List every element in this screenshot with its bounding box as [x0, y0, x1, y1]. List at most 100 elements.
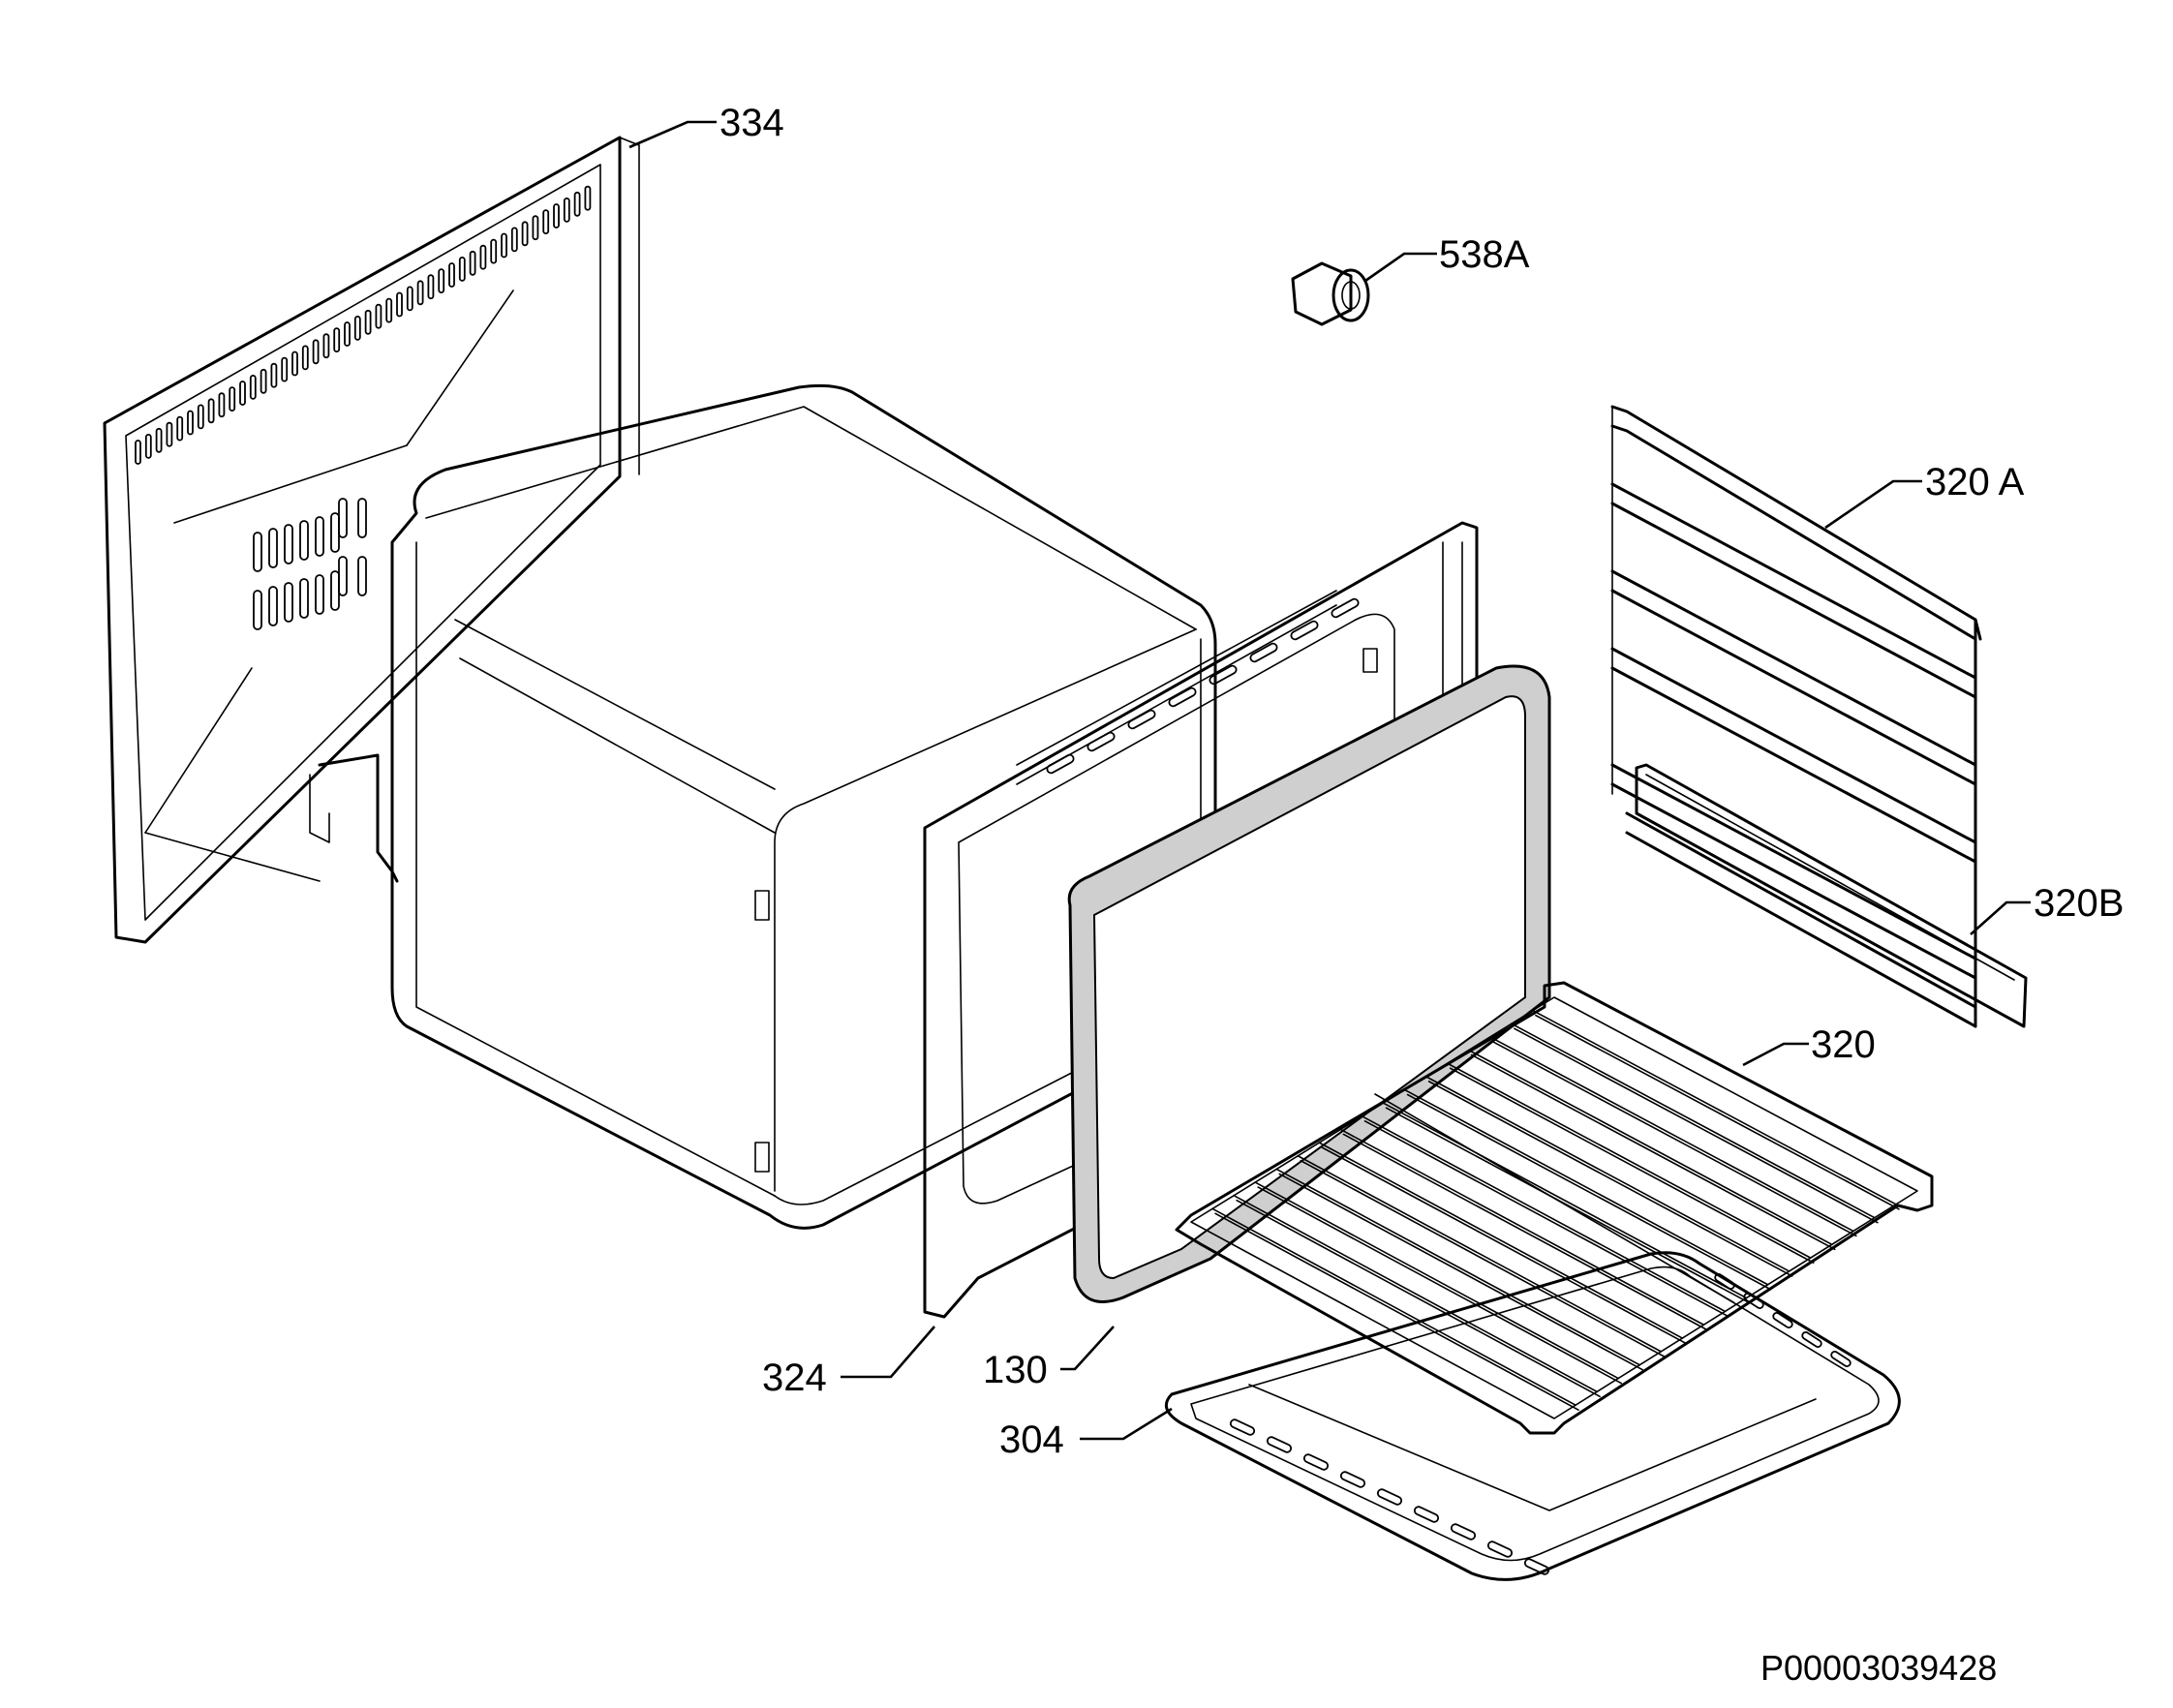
- shelf-wire: [1489, 1036, 1854, 1233]
- shelf-wire: [1257, 1186, 1622, 1385]
- vent-slot: [396, 291, 403, 318]
- vent-slot: [406, 286, 413, 312]
- vent-slot: [312, 339, 320, 365]
- vent-slot: [510, 227, 518, 253]
- svg-text:320B: 320B: [2034, 882, 2124, 925]
- frame-slot: [1249, 642, 1278, 663]
- rear-bracket: [309, 753, 399, 883]
- vent-slot: [344, 321, 351, 347]
- shelf-wire: [1511, 1022, 1876, 1219]
- shelf-wire: [1214, 1212, 1579, 1411]
- tray-slot: [1801, 1331, 1822, 1348]
- vent-slot: [584, 185, 592, 211]
- callout-334: 334: [628, 102, 784, 149]
- shelf-wire: [1470, 1053, 1836, 1251]
- vent-slot: [253, 532, 262, 572]
- vent-slot: [155, 427, 163, 453]
- vent-slot: [197, 404, 204, 430]
- lamp-holder-538A: [1291, 261, 1370, 326]
- vent-slot: [281, 356, 289, 382]
- vent-slot: [427, 274, 435, 300]
- vent-slot: [218, 392, 226, 418]
- shelf-wire: [1275, 1168, 1641, 1366]
- vent-slot: [322, 333, 330, 359]
- vent-slot: [438, 268, 445, 294]
- vent-slot: [270, 362, 278, 388]
- vent-slot: [416, 280, 424, 306]
- shelf-wire: [1424, 1076, 1790, 1272]
- shelf-wire: [1467, 1049, 1833, 1246]
- door-gasket-130: [1067, 664, 1551, 1303]
- tray-slot: [1376, 1488, 1403, 1506]
- vent-slot: [353, 315, 361, 341]
- vent-slot: [315, 516, 324, 557]
- vent-slot: [284, 524, 293, 564]
- vent-slot: [521, 221, 529, 247]
- vent-slot: [253, 590, 262, 630]
- frame-slot: [1127, 709, 1156, 730]
- shelf-wire: [1403, 1088, 1769, 1286]
- svg-text:304: 304: [999, 1418, 1064, 1461]
- vent-slot: [315, 574, 324, 615]
- shelf-wire: [1236, 1199, 1601, 1398]
- vent-slot: [268, 586, 278, 626]
- vent-slot: [532, 215, 539, 241]
- vent-slot: [330, 570, 340, 611]
- shelf-wire: [1492, 1041, 1857, 1237]
- svg-text:334: 334: [719, 102, 784, 144]
- shelf-wire: [1321, 1146, 1687, 1344]
- vent-slot: [229, 386, 236, 412]
- vent-slot: [375, 303, 383, 329]
- vent-slot: [338, 498, 348, 538]
- vent-slot: [299, 520, 309, 561]
- shelf-wire: [1339, 1128, 1705, 1327]
- vent-slot: [268, 528, 278, 568]
- shelf-wire: [1254, 1181, 1619, 1380]
- vent-slot: [176, 415, 184, 442]
- vent-slot: [490, 238, 498, 264]
- svg-text:538A: 538A: [1439, 233, 1530, 276]
- svg-text:324: 324: [762, 1357, 827, 1399]
- tray-slot: [1772, 1312, 1793, 1328]
- baking-tray-304: [1164, 1251, 1901, 1581]
- svg-text:320 A: 320 A: [1925, 461, 2025, 503]
- vent-slot: [479, 244, 487, 270]
- frame-slot: [1168, 686, 1197, 708]
- baking-tray-rim-slots: [1229, 1273, 1852, 1575]
- vent-slot: [364, 309, 372, 335]
- tray-slot: [1266, 1436, 1293, 1453]
- vent-slot: [260, 368, 267, 394]
- shelf-wire: [1361, 1115, 1727, 1313]
- callout-304: 304: [999, 1407, 1173, 1461]
- tray-slot: [1486, 1540, 1514, 1558]
- shelf-cross-wire: [1374, 1093, 1734, 1303]
- tray-slot: [1450, 1523, 1477, 1540]
- shelf-wire: [1535, 1014, 1900, 1210]
- vent-slot: [330, 512, 340, 553]
- rear-panel-vent-slots: [135, 185, 592, 630]
- vent-slot: [563, 197, 570, 223]
- shelf-wire: [1427, 1081, 1793, 1277]
- callout-320A: 320 A: [1824, 461, 2025, 530]
- shelf-wire: [1382, 1102, 1748, 1299]
- tray-slot: [1302, 1453, 1330, 1471]
- callout-320B: 320B: [1970, 882, 2124, 935]
- shelf-wire: [1233, 1194, 1598, 1393]
- shelf-wire: [1211, 1207, 1576, 1406]
- vent-slot: [249, 374, 257, 400]
- vent-slot: [284, 582, 293, 623]
- shelf-wire: [1318, 1142, 1684, 1339]
- shelf-wire: [1514, 1027, 1879, 1224]
- vent-slot: [357, 556, 367, 596]
- tray-slot: [1523, 1558, 1550, 1575]
- vent-slot: [291, 351, 298, 377]
- vent-slot: [357, 498, 367, 538]
- svg-text:130: 130: [983, 1349, 1048, 1391]
- vent-slot: [166, 421, 173, 447]
- shelf-wire: [1449, 1067, 1815, 1264]
- callout-538A: 538A: [1364, 233, 1530, 283]
- wire-shelf-320: [1175, 981, 1934, 1435]
- callout-320: 320: [1742, 1023, 1876, 1067]
- vent-slot: [469, 250, 476, 276]
- shelf-wire: [1532, 1009, 1897, 1205]
